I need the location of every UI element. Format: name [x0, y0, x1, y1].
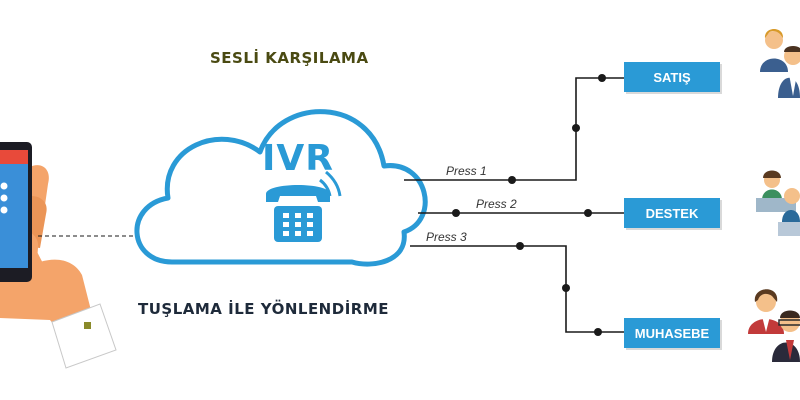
route-1-node-c [598, 74, 606, 82]
bottom-label: TUŞLAMA İLE YÖNLENDİRME [138, 300, 389, 318]
ivr-label: IVR [262, 138, 334, 179]
department-support[interactable]: DESTEK [624, 198, 720, 228]
top-label: SESLİ KARŞILAMA [210, 49, 369, 67]
press-2-label: Press 2 [476, 197, 517, 211]
department-sales[interactable]: SATIŞ [624, 62, 720, 92]
route-2-node-b [584, 209, 592, 217]
smartphone-icon [0, 142, 32, 282]
route-3-line [410, 245, 624, 333]
press-1-label: Press 1 [446, 164, 487, 178]
route-3-node-a [516, 242, 524, 250]
accounting-team-icon [748, 289, 800, 362]
route-1-node-a [508, 176, 516, 184]
route-3-node-b [562, 284, 570, 292]
support-team-icon [756, 170, 800, 236]
department-accounting[interactable]: MUHASEBE [624, 318, 720, 348]
route-1-node-b [572, 124, 580, 132]
telephone-icon [266, 170, 342, 242]
route-2-node-a [452, 209, 460, 217]
route-1-line [404, 77, 624, 181]
sales-team-icon [760, 29, 800, 98]
route-3-node-c [594, 328, 602, 336]
press-3-label: Press 3 [426, 230, 467, 244]
